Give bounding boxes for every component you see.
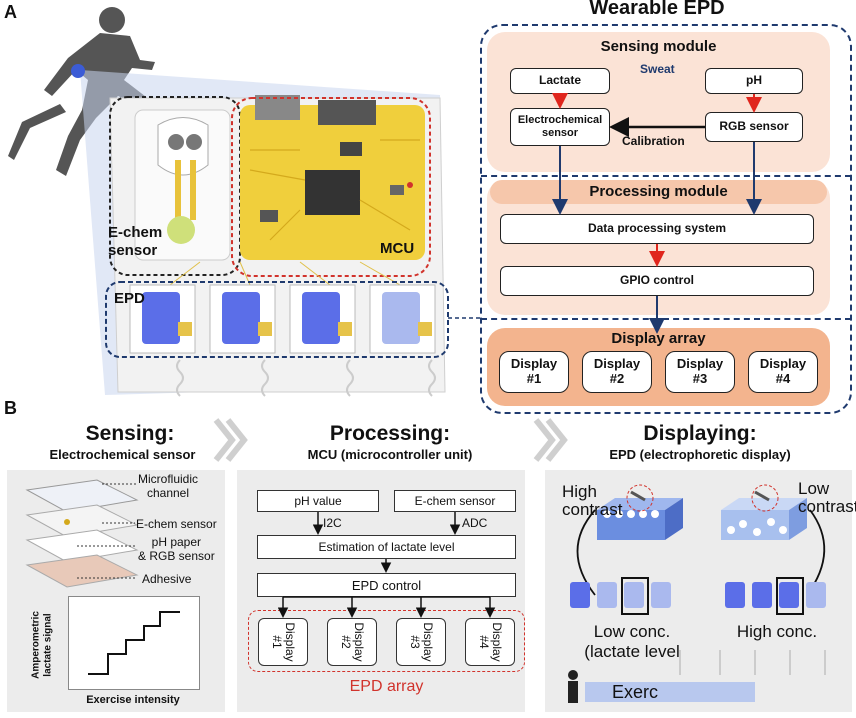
layer-microfluidic-label: Microfluidic channel xyxy=(138,472,199,500)
sensing-subtitle: Electrochemical sensor xyxy=(49,447,196,462)
estimation-box: Estimation of lactate level xyxy=(257,535,516,559)
module-separator-2 xyxy=(481,318,851,320)
chevron-right-icon xyxy=(213,418,248,462)
high-conc-label: High conc. xyxy=(736,622,818,641)
vertical-display-2: Display #2 xyxy=(327,618,377,666)
processing-title: Processing: xyxy=(329,422,451,445)
processing-subtitle: MCU (microcontroller unit) xyxy=(307,447,473,462)
display-array-title: Display array xyxy=(611,330,706,347)
low-conc-label: Low conc. (lactate level xyxy=(584,622,680,662)
sensing-title: Sensing: xyxy=(85,422,175,445)
device-illustration xyxy=(8,7,480,397)
lactate-box: Lactate xyxy=(510,68,610,94)
vertical-display-1: Display #1 xyxy=(258,618,308,666)
epd-displays-illustration xyxy=(129,284,436,354)
processing-module-title: Processing module xyxy=(589,183,728,200)
sensing-module-title: Sensing module xyxy=(600,38,717,55)
chart-xlabel: Exercise intensity xyxy=(86,694,180,706)
epd-array-region xyxy=(248,610,525,672)
epd-region xyxy=(105,281,449,358)
chevron-right-icon xyxy=(533,418,568,462)
gpio-control-box: GPIO control xyxy=(500,266,814,296)
epd-contrast-illustration xyxy=(568,484,826,703)
mcu-label: MCU xyxy=(380,240,415,257)
displaying-title: Displaying: xyxy=(643,422,757,445)
panel-b-label: B xyxy=(4,398,17,418)
epd-control-box: EPD control xyxy=(257,573,516,597)
low-contrast-label: Low contrast xyxy=(798,479,856,516)
person-icon xyxy=(568,670,578,703)
vertical-display-3: Display #3 xyxy=(396,618,446,666)
display-3-box: Display #3 xyxy=(665,351,735,393)
echem-sensor-label: E-chem sensor xyxy=(108,224,163,259)
i2c-label: I2C xyxy=(323,516,342,530)
vertical-display-4: Display #4 xyxy=(465,618,515,666)
layer-ph-rgb-label: pH paper & RGB sensor xyxy=(138,535,215,563)
display-4-box: Display #4 xyxy=(748,351,818,393)
data-processing-box: Data processing system xyxy=(500,214,814,244)
step-line xyxy=(88,611,180,675)
exercise-label: Exerc xyxy=(612,682,659,702)
high-contrast-label: High contrast xyxy=(562,482,623,519)
epd-label: EPD xyxy=(114,290,145,307)
epd-array-label: EPD array xyxy=(349,678,424,695)
layer-echem-label: E-chem sensor xyxy=(136,517,217,531)
electrochemical-sensor-box: Electrochemical sensor xyxy=(510,108,610,146)
rgb-sensor-box: RGB sensor xyxy=(705,112,803,142)
layer-adhesive-label: Adhesive xyxy=(142,572,192,586)
module-separator xyxy=(481,175,851,177)
echem-sensor-box: E-chem sensor xyxy=(394,490,516,512)
wearable-epd-title: Wearable EPD xyxy=(589,0,725,19)
mcu-region xyxy=(231,97,431,277)
sensing-module xyxy=(487,32,830,172)
displaying-subtitle: EPD (electrophoretic display) xyxy=(609,447,791,462)
ph-value-box: pH value xyxy=(257,490,379,512)
display-2-box: Display #2 xyxy=(582,351,652,393)
display-1-box: Display #1 xyxy=(499,351,569,393)
echem-region xyxy=(109,96,241,276)
ph-box: pH xyxy=(705,68,803,94)
adc-label: ADC xyxy=(462,516,488,530)
sweat-label: Sweat xyxy=(640,62,675,76)
calibration-label: Calibration xyxy=(622,134,685,148)
panel-a-label: A xyxy=(4,2,17,22)
sensor-stack-illustration xyxy=(25,479,139,588)
